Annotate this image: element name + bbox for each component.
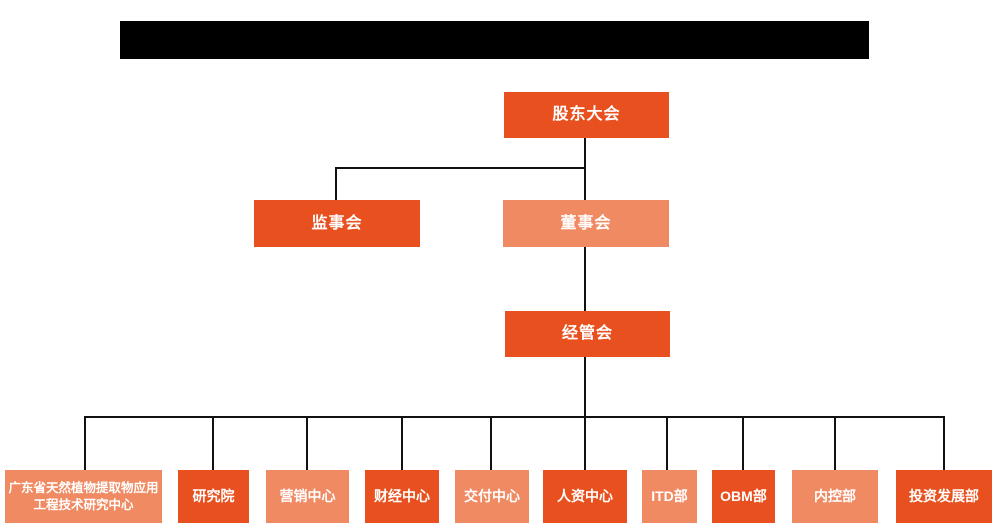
org-node-investment-development-dept: 投资发展部 [896,470,992,523]
org-node-marketing-center: 营销中心 [266,470,349,523]
connector-management-down [584,357,586,417]
connector-drop-finance-center [401,417,403,470]
connector-drop-internal-control-dept [834,417,836,470]
connector-drop-obm-dept [742,417,744,470]
connector-drop-marketing-center [306,417,308,470]
connector-drop-hr-center [584,417,586,470]
redacted-title-bar [120,21,869,59]
connector-drop-research-center [84,417,86,470]
org-node-shareholders-meeting: 股东大会 [504,92,669,138]
org-node-delivery-center: 交付中心 [455,470,529,523]
connector-drop-itd-dept [666,417,668,470]
org-node-internal-control-dept: 内控部 [792,470,878,523]
org-node-obm-dept: OBM部 [712,470,775,523]
connector-drop-investment-development-dept [943,417,945,470]
org-node-hr-center: 人资中心 [543,470,627,523]
org-node-management-committee: 经管会 [505,311,670,357]
connector-root-to-level2 [584,138,586,200]
org-node-board-of-supervisors: 监事会 [254,200,420,247]
org-node-research-center: 广东省天然植物提取物应用工程技术研究中心 [5,470,162,523]
org-node-itd-dept: ITD部 [642,470,697,523]
connector-to-supervisors [335,167,337,200]
connector-drop-research-institute [212,417,214,470]
org-node-board-of-directors: 董事会 [503,200,669,247]
connector-level2-horizontal [335,167,586,169]
connector-directors-to-management [584,247,586,311]
connector-departments-horizontal [84,416,945,418]
org-node-research-institute: 研究院 [178,470,249,523]
connector-drop-delivery-center [490,417,492,470]
org-node-finance-center: 财经中心 [365,470,439,523]
